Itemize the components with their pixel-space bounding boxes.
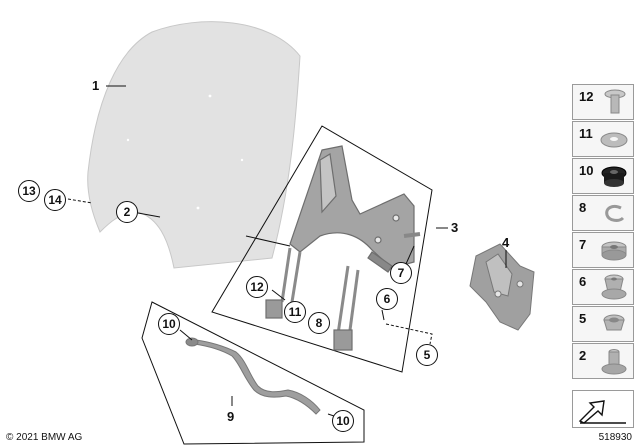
callout-10-bottom: 10 [332, 410, 354, 432]
copyright: © 2021 BMW AG [6, 432, 83, 443]
callout-4: 4 [502, 235, 510, 250]
callout-14: 14 [44, 189, 66, 211]
mount-bracket [469, 243, 535, 331]
threaded-bushing-icon [601, 274, 627, 300]
handlebar-rod [185, 337, 321, 415]
callout-3: 3 [451, 220, 459, 235]
frame-bounding-box [211, 125, 433, 373]
side-part-2: 2 [572, 343, 634, 379]
callout-6: 6 [376, 288, 398, 310]
callout-9: 9 [227, 409, 235, 424]
holder-frame [265, 145, 421, 351]
spacer-sleeve-icon [601, 349, 627, 375]
side-part-number: 6 [579, 274, 587, 289]
callout-13: 13 [18, 180, 40, 202]
callout-11: 11 [284, 301, 306, 323]
windshield [87, 21, 301, 269]
side-part-10: 10 [572, 158, 634, 194]
rubber-grommet-icon [601, 166, 627, 187]
side-part-7: 7 [572, 232, 634, 268]
cup-washer-icon [603, 314, 625, 331]
diagram-id: 518930 [598, 432, 632, 443]
side-part-6: 6 [572, 269, 634, 305]
callout-12: 12 [246, 276, 268, 298]
callout-10-top: 10 [158, 313, 180, 335]
handlebar-bounding-box [141, 301, 365, 445]
bolt-icon [604, 89, 626, 114]
side-part-number: 2 [579, 348, 587, 363]
callout-5: 5 [416, 344, 438, 366]
side-part-number: 5 [579, 311, 587, 326]
side-part-5: 5 [572, 306, 634, 342]
callout-2: 2 [116, 201, 138, 223]
arrow-scale-icon [578, 400, 626, 424]
side-part-12: 12 [572, 84, 634, 120]
callout-7: 7 [390, 262, 412, 284]
side-part-number: 8 [579, 200, 587, 215]
circlip-icon [605, 204, 625, 222]
side-part-number: 11 [579, 126, 593, 141]
side-part-number: 7 [579, 237, 587, 252]
washer-icon [600, 132, 628, 148]
side-part-8: 8 [572, 195, 634, 231]
callout-1: 1 [92, 78, 100, 93]
side-part-number: 10 [579, 163, 594, 178]
side-part-number: 12 [579, 89, 594, 104]
side-part-11: 11 [572, 121, 634, 157]
knurled-nut-icon [601, 241, 627, 261]
callout-8: 8 [308, 312, 330, 334]
side-arrow-box [572, 390, 634, 428]
